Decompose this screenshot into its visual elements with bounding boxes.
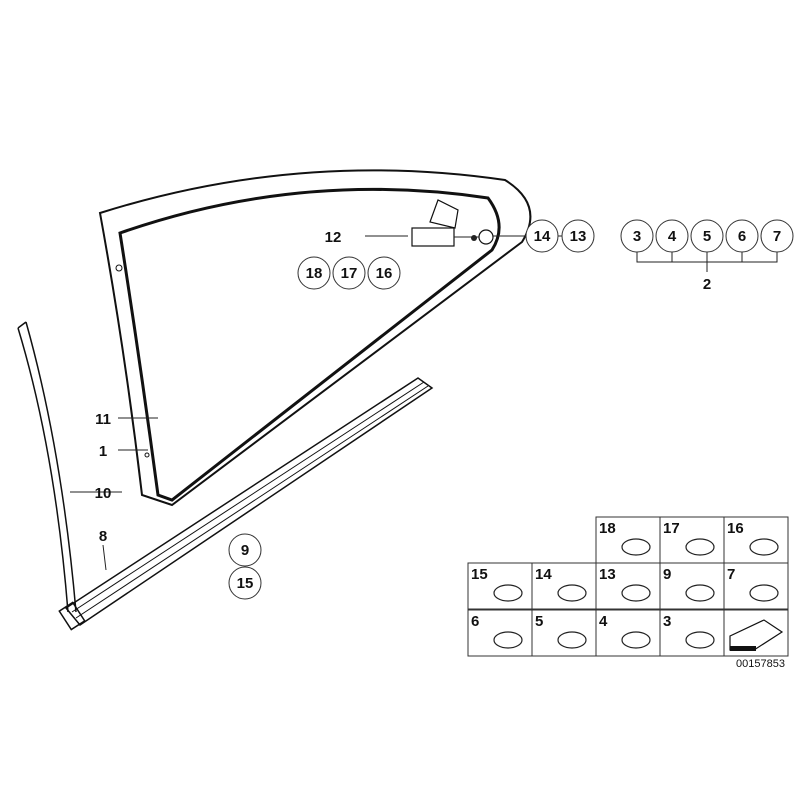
part-icon [685, 538, 715, 556]
svg-text:5: 5 [535, 613, 543, 630]
callout-15: 15 [228, 566, 262, 600]
callout-17: 17 [332, 256, 366, 290]
callout-16: 16 [367, 256, 401, 290]
svg-text:16: 16 [376, 265, 393, 282]
svg-text:5: 5 [703, 228, 711, 245]
svg-text:16: 16 [727, 520, 744, 537]
part-label-1: 1 [99, 443, 107, 460]
parts-table-cell [723, 609, 789, 657]
parts-table-cell: 5 [531, 609, 597, 657]
part-icon [621, 538, 651, 556]
svg-text:15: 15 [237, 575, 254, 592]
callout-13: 13 [561, 219, 595, 253]
svg-text:18: 18 [599, 520, 616, 537]
parts-table-cell: 4 [595, 609, 661, 657]
parts-table-cell: 17 [659, 516, 725, 564]
part-icon [621, 631, 651, 649]
part-icon [493, 584, 523, 602]
svg-text:3: 3 [633, 228, 641, 245]
svg-text:14: 14 [535, 566, 552, 583]
svg-text:3: 3 [663, 613, 671, 630]
callout-5: 5 [690, 219, 724, 253]
part-icon [493, 631, 523, 649]
parts-table: 18 17 16 15 14 13 9 7 6 5 4 3 00157853 [467, 516, 789, 670]
parts-table-cell: 9 [659, 562, 725, 610]
svg-text:9: 9 [663, 566, 671, 583]
svg-text:4: 4 [668, 228, 677, 245]
svg-text:7: 7 [773, 228, 781, 245]
parts-table-cell: 13 [595, 562, 661, 610]
diagram-code: 00157853 [736, 658, 785, 670]
part-label-8: 8 [99, 528, 107, 545]
part-label-11: 11 [95, 411, 111, 428]
seal-strip-10 [17, 321, 77, 613]
svg-text:15: 15 [471, 566, 488, 583]
part-icon [621, 584, 651, 602]
part-icon [749, 584, 779, 602]
parts-table-cell: 18 [595, 516, 661, 564]
svg-text:4: 4 [599, 613, 608, 630]
latch-mechanism-12 [411, 199, 494, 247]
callout-7: 7 [760, 219, 794, 253]
svg-text:13: 13 [570, 228, 587, 245]
svg-text:17: 17 [341, 265, 358, 282]
parts-table-cell: 16 [723, 516, 789, 564]
window-channel-strip [58, 377, 434, 631]
part-label-12: 12 [325, 229, 342, 246]
svg-text:13: 13 [599, 566, 616, 583]
part-icon [685, 631, 715, 649]
svg-text:18: 18 [306, 265, 323, 282]
parts-table-cell: 3 [659, 609, 725, 657]
part-icon [557, 631, 587, 649]
group-label-2: 2 [703, 276, 711, 293]
svg-text:17: 17 [663, 520, 680, 537]
part-icon [749, 538, 779, 556]
callout-3: 3 [620, 219, 654, 253]
part-icon [685, 584, 715, 602]
callout-4: 4 [655, 219, 689, 253]
part-icon [557, 584, 587, 602]
callout-9: 9 [228, 533, 262, 567]
quarter-window-glass [98, 169, 532, 507]
callout-18: 18 [297, 256, 331, 290]
callout-14: 14 [525, 219, 559, 253]
parts-table-cell: 15 [467, 562, 533, 610]
svg-text:6: 6 [738, 228, 746, 245]
svg-text:9: 9 [241, 542, 249, 559]
callout-6: 6 [725, 219, 759, 253]
parts-table-cell: 14 [531, 562, 597, 610]
part-label-10: 10 [95, 485, 112, 502]
parts-table-cell: 7 [723, 562, 789, 610]
svg-text:7: 7 [727, 566, 735, 583]
parts-table-cell: 6 [467, 609, 533, 657]
svg-text:14: 14 [534, 228, 551, 245]
svg-text:6: 6 [471, 613, 479, 630]
